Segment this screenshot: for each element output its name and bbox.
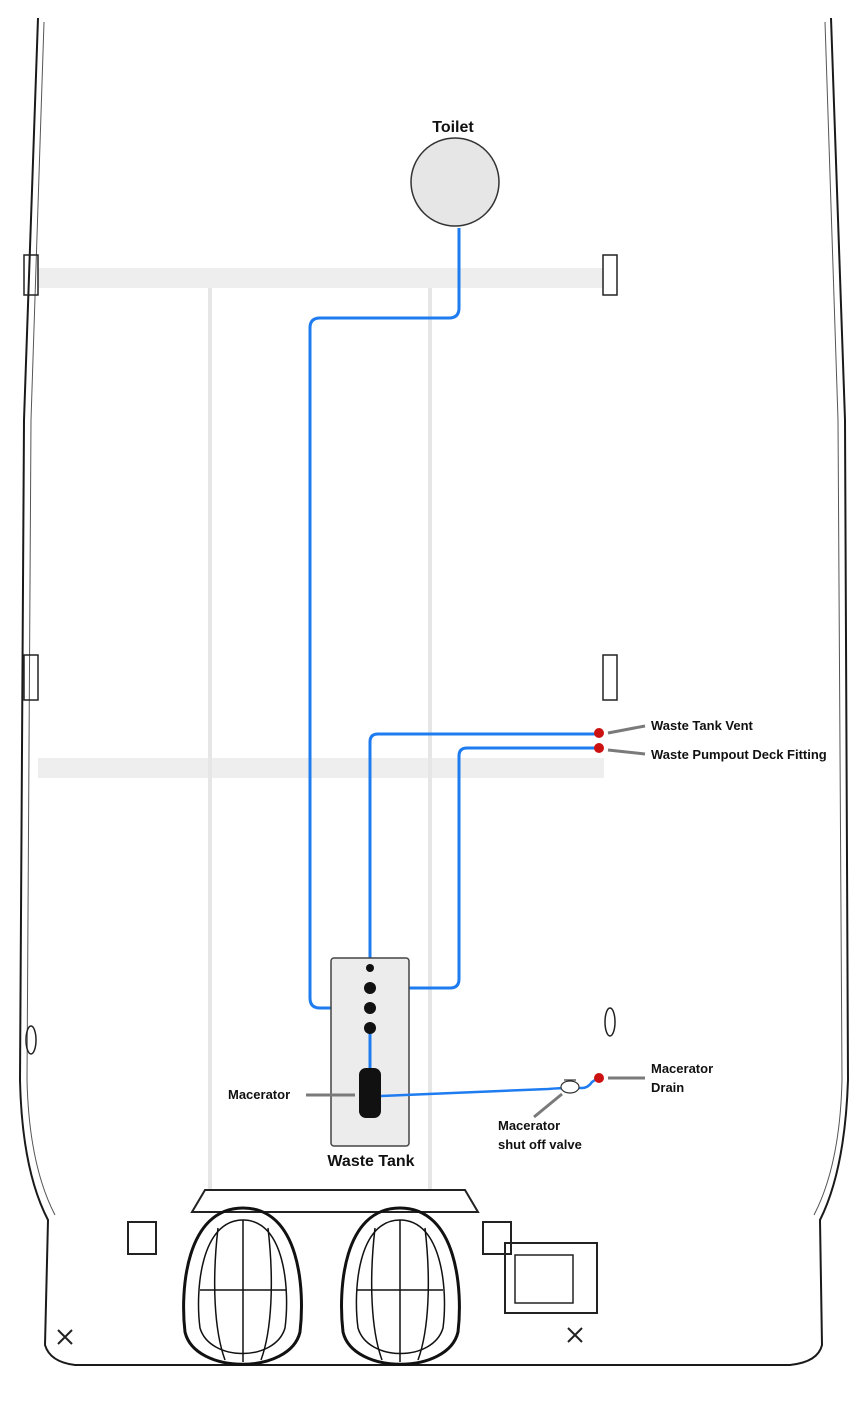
leader-vent [607, 724, 646, 735]
tank-port-inlet [364, 1002, 376, 1014]
toilet-symbol [410, 137, 500, 227]
toilet-discharge-hose [308, 228, 461, 1010]
stern-cleat-right [482, 1221, 512, 1255]
fitting-right [604, 1007, 616, 1037]
vent-hose [368, 732, 598, 968]
pumpout-through-hull [594, 743, 604, 753]
hull-inner-outline [26, 21, 56, 1216]
tie-down-right [567, 1327, 583, 1343]
toilet-label: Toilet [432, 119, 474, 136]
macerator-drain-label-line2: Drain [651, 1080, 684, 1095]
hull-inner-outline-right [813, 21, 843, 1216]
shutoff-valve-label-line1: Macerator [498, 1118, 560, 1133]
hull-outline [18, 17, 850, 1366]
macerator-drain-label-line1: Macerator [651, 1061, 713, 1076]
macerator-label: Macerator [228, 1087, 290, 1102]
outboard-motor-starboard [340, 1206, 461, 1366]
deck-band-upper [38, 268, 604, 288]
leader-shutoff [533, 1092, 563, 1119]
leader-pumpout [607, 748, 646, 756]
cleat-left-lower [23, 654, 39, 701]
outboard-motor-port [182, 1206, 303, 1366]
tank-port-pumpout [364, 982, 376, 994]
swim-ladder-inner [514, 1254, 574, 1304]
cleat-right-lower [602, 654, 618, 701]
pumpout-hose [370, 746, 598, 990]
engine-bracket [190, 1189, 480, 1213]
drain-through-hull [594, 1073, 604, 1083]
cleat-right-upper [602, 254, 618, 296]
shutoff-valve [560, 1079, 580, 1094]
tank-port-vent [366, 964, 374, 972]
vent-through-hull [594, 728, 604, 738]
stern-cleat-left [127, 1221, 157, 1255]
pumpout-fitting-label: Waste Pumpout Deck Fitting [651, 747, 827, 762]
macerator-pump [359, 1068, 381, 1118]
tank-port-outlet [364, 1022, 376, 1034]
fitting-left [25, 1025, 37, 1055]
shutoff-valve-label-line2: shut off valve [498, 1137, 582, 1152]
swim-ladder [504, 1242, 598, 1314]
deck-band-lower [38, 758, 604, 778]
tie-down-left [57, 1329, 73, 1345]
cleat-left-upper [23, 254, 39, 296]
waste-tank-label: Waste Tank [327, 1153, 414, 1170]
waste-tank-vent-label: Waste Tank Vent [651, 718, 754, 733]
